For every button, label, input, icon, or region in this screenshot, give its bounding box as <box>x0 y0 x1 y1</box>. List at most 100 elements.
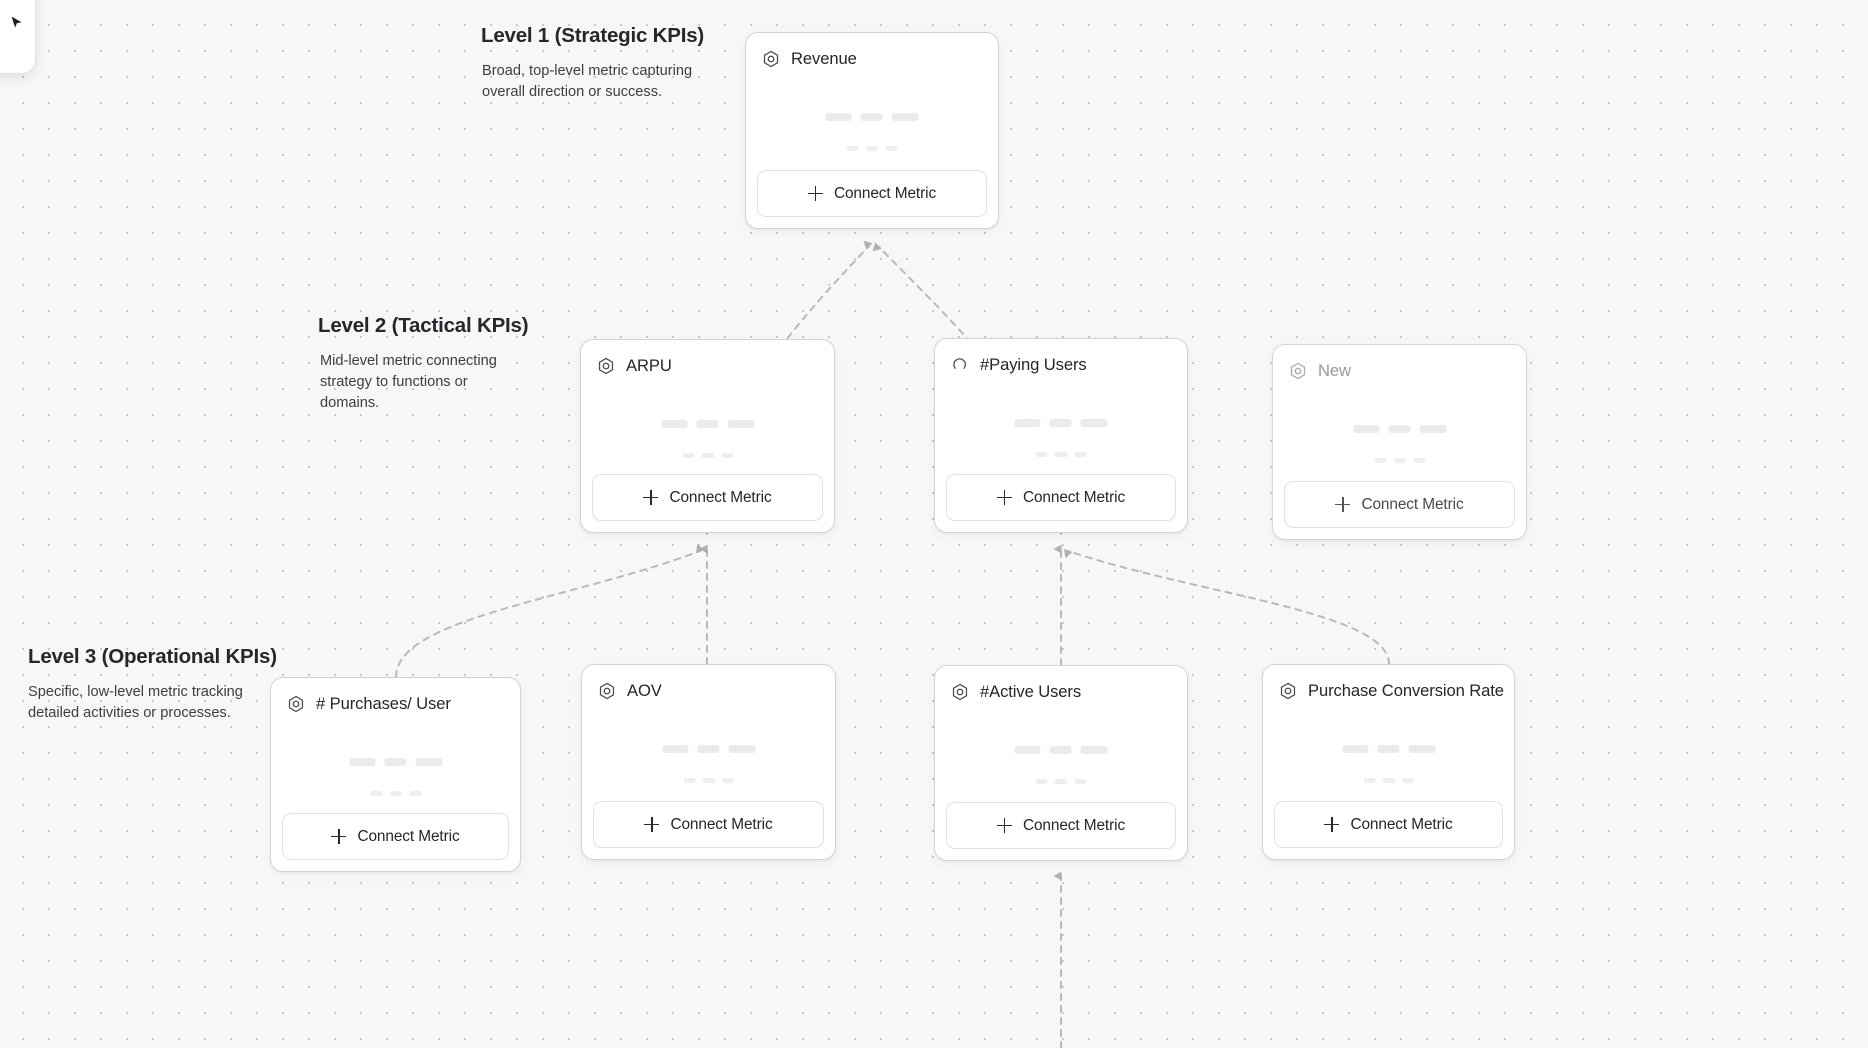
skeleton-bar <box>1035 779 1048 784</box>
connect-metric-button[interactable]: Connect Metric <box>946 474 1176 521</box>
skeleton-bar <box>1054 452 1068 457</box>
skeleton-bar <box>846 146 859 151</box>
skeleton-bar <box>349 758 375 766</box>
skeleton-bar <box>1080 746 1108 754</box>
metric-card-footer: Connect Metric <box>935 474 1187 532</box>
connect-metric-label: Connect Metric <box>669 488 772 506</box>
section-level-2: Level 2 (Tactical KPIs) Mid-level metric… <box>318 314 530 414</box>
skeleton-bar <box>683 778 695 783</box>
metric-card-paying-users[interactable]: #Paying Users Connect Metric <box>934 338 1188 533</box>
connect-metric-button[interactable]: Connect Metric <box>593 801 824 848</box>
metric-card-purchases-per-user[interactable]: # Purchases/ User Connect Metric <box>270 677 521 872</box>
metric-card-title: ARPU <box>626 356 672 375</box>
skeleton-bar <box>825 113 852 121</box>
plus-icon <box>1335 497 1351 512</box>
connect-metric-button[interactable]: Connect Metric <box>1284 481 1515 528</box>
hexagon-metric-icon <box>763 50 779 68</box>
hexagon-metric-icon <box>952 683 968 701</box>
skeleton-bar <box>1402 778 1414 783</box>
skeleton-bar <box>1080 419 1108 427</box>
metric-card-header: ARPU <box>581 340 834 376</box>
metric-card-purchase-conversion-rate[interactable]: Purchase Conversion Rate Connect Metric <box>1262 664 1515 860</box>
metric-card-aov[interactable]: AOV Connect Metric <box>581 664 836 860</box>
skeleton-bar <box>415 758 442 766</box>
section-level-1-description: Broad, top-level metric capturing overal… <box>482 62 693 100</box>
metric-card-header: Purchase Conversion Rate <box>1263 665 1514 701</box>
skeleton-row-secondary <box>370 791 421 796</box>
connect-metric-label: Connect Metric <box>1350 815 1453 833</box>
metric-card-footer: Connect Metric <box>1263 801 1514 859</box>
plus-icon <box>996 818 1012 833</box>
plus-icon <box>807 186 823 201</box>
skeleton-row-secondary <box>683 778 734 783</box>
metric-card-title: # Purchases/ User <box>316 694 451 713</box>
metric-card-header: # Purchases/ User <box>271 678 520 714</box>
connect-metric-button[interactable]: Connect Metric <box>946 802 1176 849</box>
skeleton-bar <box>661 420 687 428</box>
skeleton-bar <box>1393 458 1406 463</box>
skeleton-bar <box>728 745 755 753</box>
skeleton-bar <box>891 113 919 121</box>
connect-metric-button[interactable]: Connect Metric <box>282 813 509 860</box>
connect-metric-label: Connect Metric <box>1361 495 1464 513</box>
skeleton-bar <box>721 453 733 458</box>
metric-card-body <box>581 376 834 474</box>
skeleton-bar <box>865 146 879 151</box>
skeleton-bar <box>1035 452 1048 457</box>
skeleton-bar <box>1374 458 1386 463</box>
skeleton-bar <box>722 778 734 783</box>
metric-card-header: #Paying Users <box>935 339 1187 375</box>
connect-metric-label: Connect Metric <box>670 815 773 833</box>
skeleton-bar <box>1014 746 1041 754</box>
hexagon-metric-icon <box>1280 682 1296 700</box>
connect-metric-button[interactable]: Connect Metric <box>1274 801 1503 848</box>
metric-card-body <box>746 69 998 170</box>
skeleton-row-secondary <box>1035 452 1087 457</box>
skeleton-row-primary <box>662 745 755 753</box>
metric-card-title: AOV <box>627 681 662 700</box>
metric-card-header: AOV <box>582 665 835 701</box>
loading-spinner-icon <box>953 358 967 369</box>
skeleton-bar <box>702 778 715 783</box>
metric-card-title: Revenue <box>791 49 857 68</box>
metric-card-title: #Active Users <box>980 682 1082 701</box>
skeleton-row-secondary <box>1035 779 1087 784</box>
metric-card-footer: Connect Metric <box>581 474 834 532</box>
skeleton-row-primary <box>825 113 919 121</box>
connect-metric-label: Connect Metric <box>357 827 460 845</box>
skeleton-bar <box>1014 419 1041 427</box>
skeleton-row-primary <box>349 758 442 766</box>
connect-metric-label: Connect Metric <box>833 184 937 202</box>
metric-card-arpu[interactable]: ARPU Connect Metric <box>580 339 835 533</box>
skeleton-bar <box>1074 452 1087 457</box>
corner-floating-panel[interactable] <box>0 0 36 74</box>
skeleton-row-primary <box>1014 746 1108 754</box>
metric-card-footer: Connect Metric <box>935 802 1187 860</box>
skeleton-bar <box>1353 425 1379 433</box>
skeleton-bar <box>1419 425 1446 433</box>
plus-icon <box>644 817 660 832</box>
metric-card-title: New <box>1318 361 1351 380</box>
skeleton-row-secondary <box>846 146 898 151</box>
metric-card-header: Revenue <box>746 33 998 69</box>
connect-metric-button[interactable]: Connect Metric <box>757 170 987 217</box>
plus-icon <box>1324 817 1340 832</box>
metric-card-footer: Connect Metric <box>271 813 520 871</box>
metric-card-revenue[interactable]: Revenue Connect Metric <box>745 32 999 229</box>
skeleton-row-secondary <box>1363 778 1414 783</box>
connect-metric-button[interactable]: Connect Metric <box>592 474 823 521</box>
hexagon-metric-icon <box>598 357 614 375</box>
plus-icon <box>331 829 347 844</box>
skeleton-row-primary <box>1342 745 1435 753</box>
skeleton-bar <box>1049 419 1072 427</box>
skeleton-bar <box>696 420 718 428</box>
metric-card-body <box>582 701 835 801</box>
metric-card-new[interactable]: New Connect Metric <box>1272 344 1527 540</box>
skeleton-bar <box>1342 745 1368 753</box>
metric-card-header: New <box>1273 345 1526 381</box>
skeleton-bar <box>662 745 688 753</box>
metric-card-active-users[interactable]: #Active Users Connect Metric <box>934 665 1188 861</box>
skeleton-bar <box>697 745 719 753</box>
skeleton-bar <box>701 453 714 458</box>
